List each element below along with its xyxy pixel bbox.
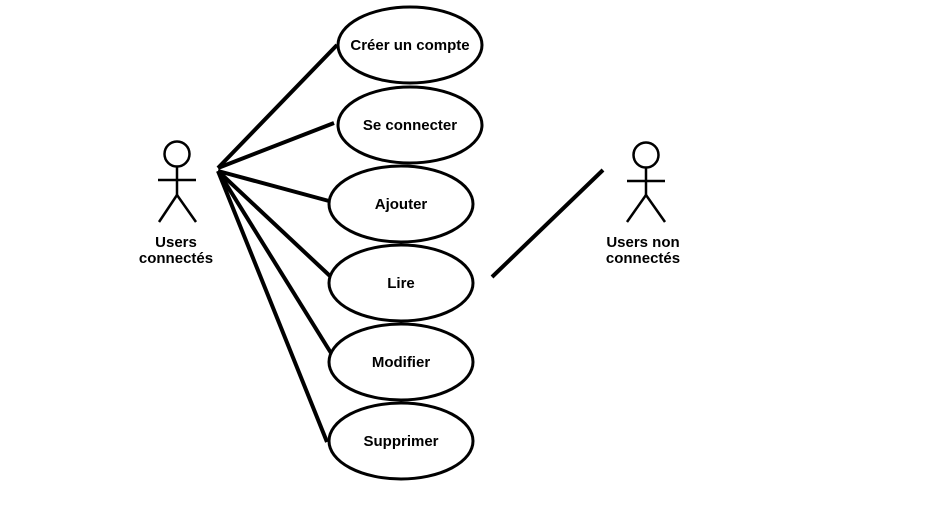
actor-label-line2: connectés — [139, 250, 213, 267]
use-case-ajouter[interactable]: Ajouter — [327, 164, 475, 244]
use-case-modifier[interactable]: Modifier — [327, 322, 475, 402]
stick-figure-icon — [157, 140, 198, 223]
association-lines — [216, 43, 605, 443]
use-case-label: Ajouter — [375, 196, 428, 213]
use-case-ellipse — [336, 85, 484, 165]
use-case-label: Modifier — [372, 354, 430, 371]
actor-users-non-connectes[interactable]: Users non connectés — [606, 141, 680, 268]
use-case-label: Créer un compte — [350, 37, 469, 54]
use-case-label: Lire — [387, 275, 415, 292]
use-case-creer-compte[interactable]: Créer un compte — [336, 5, 484, 85]
association-line-ajouter — [217, 169, 330, 203]
use-case-ellipse — [327, 243, 475, 323]
use-case-ellipse — [327, 164, 475, 244]
use-case-label: Supprimer — [363, 433, 438, 450]
use-case-ellipse — [327, 322, 475, 402]
association-line-supprimer — [216, 170, 329, 443]
association-line-lire — [216, 169, 332, 278]
use-case-lire[interactable]: Lire — [327, 243, 475, 323]
use-case-supprimer[interactable]: Supprimer — [327, 401, 475, 481]
use-case-ellipse — [336, 5, 484, 85]
actor-users-connectes[interactable]: Users connectés — [139, 140, 213, 268]
use-case-label: Se connecter — [363, 117, 457, 134]
stick-figure-icon — [625, 141, 667, 223]
use-case-ellipse — [327, 401, 475, 481]
association-line-creer-compte — [216, 43, 339, 170]
association-line-non-connectes-lire — [490, 168, 605, 279]
use-case-se-connecter[interactable]: Se connecter — [336, 85, 484, 165]
actor-label-line1: Users — [155, 234, 197, 251]
actor-label-line1: Users non — [606, 234, 679, 251]
actor-label-line2: connectés — [606, 250, 680, 267]
association-line-modifier — [216, 169, 333, 355]
association-line-se-connecter — [217, 121, 335, 170]
